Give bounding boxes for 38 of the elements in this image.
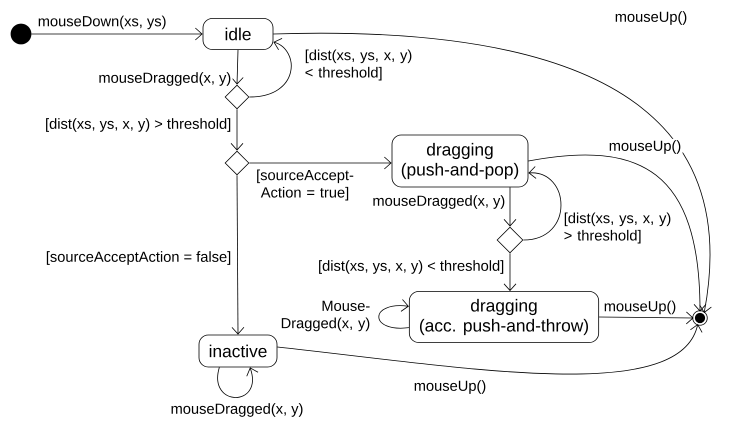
edge-label: [sourceAccept- Action = true]: [250, 168, 360, 202]
transition-arrow: [378, 299, 410, 329]
edge-label: mouseUp(): [602, 299, 678, 316]
transition-arrow: [249, 156, 392, 170]
edge-label: mouseUp(): [607, 138, 683, 156]
edge-label: [dist(xs, ys, x, y) < threshold]: [316, 258, 506, 276]
edge-label: mouseUp(): [412, 378, 488, 396]
initial-state-dot: [10, 24, 32, 44]
edge-label: Mouse- Dragged(x, y): [276, 299, 372, 333]
transition-arrow: [230, 50, 244, 85]
transition-arrow: [31, 28, 203, 40]
transition-arrow: [249, 38, 292, 98]
state-box: dragging (push-and-pop): [392, 134, 528, 188]
transition-arrow: [523, 166, 562, 240]
choice-diamond: [224, 84, 250, 110]
edge-label: mouseDragged(x, y): [169, 402, 305, 418]
transition-arrow: [230, 109, 244, 151]
transition-arrow: [504, 252, 516, 292]
state-box: idle: [202, 18, 274, 50]
transition-arrow: [528, 154, 706, 312]
edge-label: [dist(xs, ys, x, y) > threshold]: [562, 211, 682, 245]
transition-arrow: [277, 324, 702, 374]
edge-label: mouseDown(xs, ys): [36, 14, 168, 31]
edge-label: [sourceAcceptAction = false]: [44, 250, 233, 266]
choice-diamond: [496, 226, 524, 254]
state-box: inactive: [198, 334, 278, 368]
edge-label: mouseDragged(x, y): [371, 194, 507, 210]
edge-label: [dist(xs, ys, x, y) < threshold]: [303, 48, 424, 82]
transition-arrow: [217, 367, 258, 398]
transition-arrow: [504, 187, 516, 227]
final-state-symbol: [692, 310, 708, 326]
transition-arrow: [273, 33, 712, 314]
edge-label: [dist(xs, ys, x, y) > threshold]: [44, 116, 233, 134]
transition-arrow: [232, 174, 244, 335]
transition-arrow: [598, 312, 694, 324]
state-box: dragging (acc. push-and-throw): [408, 291, 600, 343]
edge-label: mouseUp(): [613, 10, 689, 26]
choice-diamond: [224, 150, 250, 176]
